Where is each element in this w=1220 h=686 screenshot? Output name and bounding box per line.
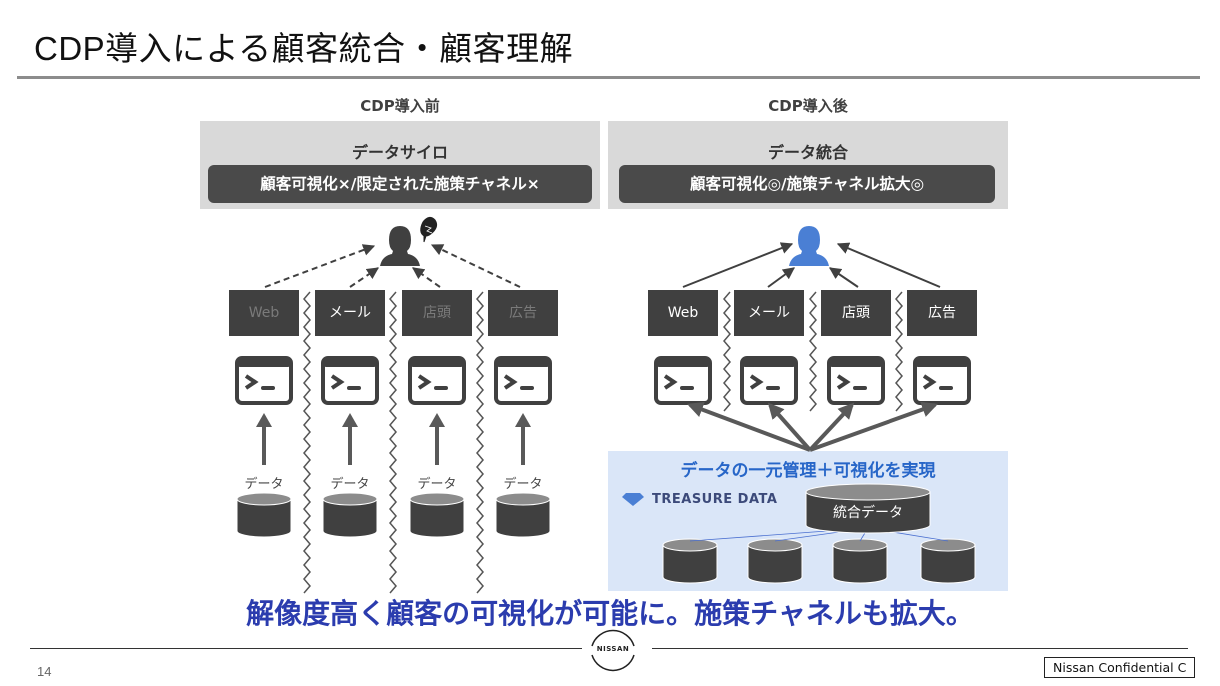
database-icon [322,492,378,538]
customer-icon-before [380,226,420,266]
footer-rule-right [652,648,1188,649]
up-arrow [429,413,445,465]
zigzag-separator [723,291,731,412]
up-arrow [256,413,272,465]
terminal-icon [827,356,885,405]
up-arrow [515,413,531,465]
zigzag-separator [809,291,817,412]
database-icon [409,492,465,538]
app-icons [235,356,971,405]
after-channel-web: Web [648,290,718,336]
databases [236,492,976,584]
vendor-name: TREASURE DATA [652,492,778,507]
database-icon [495,492,551,538]
database-icon [832,538,888,584]
after-channel-store: 店頭 [821,290,891,336]
before-channel-ads: 広告 [488,290,558,336]
data-label: データ [244,477,284,492]
after-channel-ads: 広告 [907,290,977,336]
before-channel-email: メール [315,290,385,336]
database-icon [236,492,292,538]
integrated-db-label: 統合データ [833,505,903,521]
silo-separators [303,291,903,594]
after-channel-email: メール [734,290,804,336]
before-panel: データサイロ 顧客可視化×/限定された施策チャネル× [200,121,600,209]
terminal-icon [408,356,466,405]
customer-icon-after [789,226,829,266]
page-title: CDP導入による顧客統合・顧客理解 [34,30,574,67]
before-status-bar: 顧客可視化×/限定された施策チャネル× [208,165,592,203]
terminal-icon [235,356,293,405]
after-fan-arrows [687,401,939,452]
nissan-logo-text: NISSAN [596,645,630,653]
data-label: データ [503,477,543,492]
before-panel-title: データサイロ [351,143,448,162]
database-icon [662,538,718,584]
zigzag-separator [303,291,311,594]
after-status-bar: 顧客可視化◎/施策チャネル拡大◎ [619,165,995,203]
footer-rule-left [30,648,582,649]
terminal-icon [740,356,798,405]
database-icon [920,538,976,584]
page-number: 14 [37,664,52,679]
after-solid-arrows [682,242,941,288]
cdp-heading: データの一元管理＋可視化を実現 [680,461,936,481]
data-label: データ [330,477,370,492]
terminal-icon [913,356,971,405]
database-icon [747,538,803,584]
before-upload-arrows [256,413,531,465]
zigzag-separator [389,291,397,594]
confused-thought-icon [420,216,438,243]
terminal-icon [321,356,379,405]
after-panel: データ統合 顧客可視化◎/施策チャネル拡大◎ [608,121,1008,209]
conclusion-text: 解像度高く顧客の可視化が可能に。施策チャネルも拡大。 [246,597,974,630]
treasure-data-logo-icon [622,493,644,506]
before-heading: CDP導入前 [360,97,440,115]
integrated-db-icon [805,483,931,534]
terminal-icon [654,356,712,405]
title-divider [17,76,1200,79]
before-channel-web: Web [229,290,299,336]
after-heading: CDP導入後 [768,97,848,115]
up-arrow [342,413,358,465]
zigzag-separator [476,291,484,594]
zigzag-separator [895,291,903,412]
after-panel-title: データ統合 [767,143,848,162]
data-label: データ [417,477,457,492]
before-dashed-arrows [264,244,521,288]
terminal-icon [494,356,552,405]
nissan-logo [591,629,635,672]
confidentiality-label: Nissan Confidential C [1044,657,1196,678]
before-channel-store: 店頭 [402,290,472,336]
